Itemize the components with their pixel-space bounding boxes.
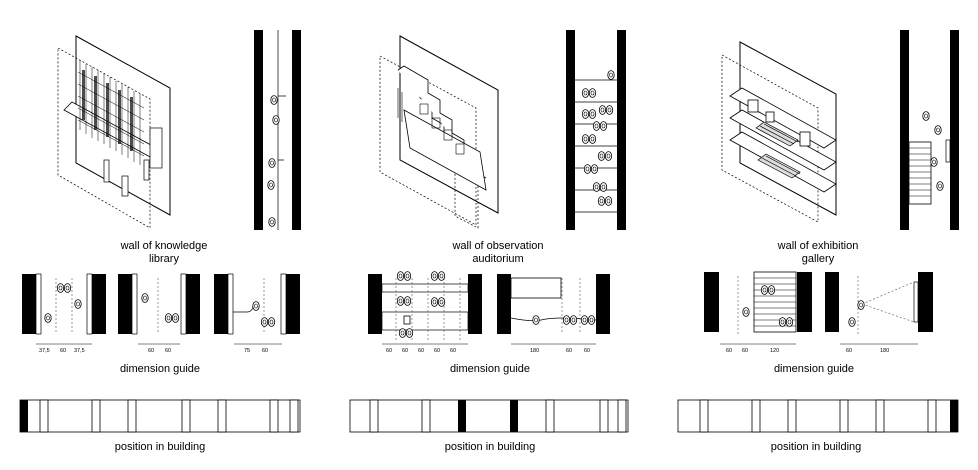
dim-label: 60 bbox=[846, 348, 852, 354]
library-guide-c bbox=[214, 273, 300, 345]
dim-label: 60 bbox=[165, 348, 171, 354]
dim-label: 180 bbox=[880, 348, 889, 354]
auditorium-guide-b bbox=[497, 274, 610, 345]
gallery-position-label: position in building bbox=[770, 441, 862, 453]
dim-label: 60 bbox=[402, 348, 408, 354]
dim-label: 60 bbox=[418, 348, 424, 354]
library-title: wall of knowledge library bbox=[104, 240, 224, 266]
dim-label: 60 bbox=[262, 348, 268, 354]
dim-label: 37,5 bbox=[39, 348, 50, 354]
library-guide-b bbox=[118, 273, 200, 345]
dim-label: 60 bbox=[742, 348, 748, 354]
library-position-bar bbox=[19, 399, 301, 433]
dim-label: 60 bbox=[60, 348, 66, 354]
auditorium-axonometric bbox=[379, 35, 499, 229]
library-position-label: position in building bbox=[114, 441, 206, 453]
dim-label: 60 bbox=[726, 348, 732, 354]
dim-label: 60 bbox=[434, 348, 440, 354]
gallery-plan-strip bbox=[900, 30, 959, 230]
gallery-position-bar bbox=[677, 399, 959, 433]
dim-label: 60 bbox=[386, 348, 392, 354]
gallery-guide-b bbox=[825, 272, 933, 345]
auditorium-plan-strip bbox=[566, 30, 626, 230]
dimension-tick-labels: 37,5 60 37,5 60 60 75 60 60 60 60 60 60 … bbox=[39, 348, 889, 354]
auditorium-position-label: position in building bbox=[444, 441, 536, 453]
library-axonometric bbox=[57, 35, 171, 229]
dim-label: 75 bbox=[244, 348, 250, 354]
gallery-title-line2: gallery bbox=[801, 253, 835, 265]
library-guide-a bbox=[22, 273, 106, 345]
gallery-axonometric bbox=[721, 41, 837, 223]
auditorium-position-bar bbox=[349, 399, 629, 433]
dim-label: 120 bbox=[770, 348, 779, 354]
gallery-guide-a bbox=[704, 271, 812, 345]
dim-label: 37,5 bbox=[74, 348, 85, 354]
auditorium-title-line1: wall of observation bbox=[452, 240, 544, 252]
dim-label: 180 bbox=[530, 348, 539, 354]
auditorium-title: wall of observation auditorium bbox=[436, 240, 560, 266]
gallery-guide-label: dimension guide bbox=[773, 363, 855, 375]
library-guide-label: dimension guide bbox=[119, 363, 201, 375]
gallery-title-line1: wall of exhibition bbox=[777, 240, 859, 252]
dim-label: 60 bbox=[584, 348, 590, 354]
dim-label: 60 bbox=[450, 348, 456, 354]
dim-label: 60 bbox=[148, 348, 154, 354]
auditorium-guide-a bbox=[368, 272, 482, 345]
library-title-line2: library bbox=[149, 253, 179, 265]
auditorium-guide-label: dimension guide bbox=[449, 363, 531, 375]
auditorium-title-line2: auditorium bbox=[472, 253, 524, 265]
library-title-line1: wall of knowledge bbox=[120, 240, 208, 252]
library-plan-strip bbox=[254, 30, 301, 230]
dim-label: 60 bbox=[566, 348, 572, 354]
gallery-title: wall of exhibition gallery bbox=[758, 240, 878, 266]
